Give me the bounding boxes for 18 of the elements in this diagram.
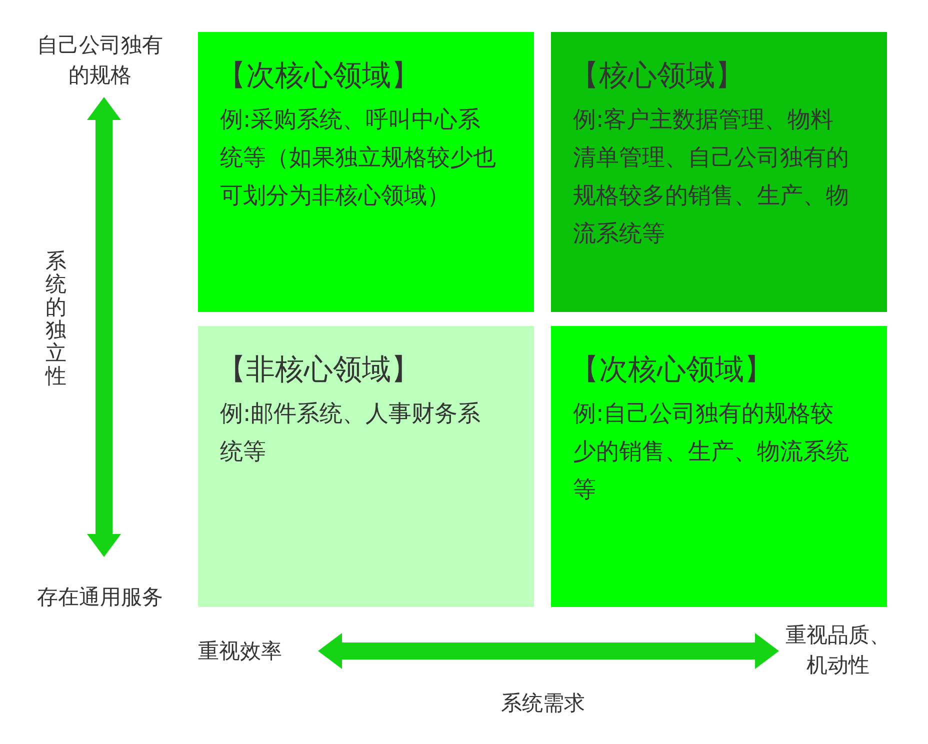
axis-end-label: 自己公司独有的规格 (36, 32, 164, 89)
quadrant-heading: 【非核心领域】 (217, 351, 420, 388)
quadrant-panel (551, 326, 887, 607)
quadrant-panel (198, 326, 534, 607)
quadrant-panel (551, 32, 887, 312)
quadrant-heading: 【次核心领域】 (570, 351, 773, 388)
quadrant-description: 例:采购系统、呼叫中心系统等（如果独立规格较少也可划分为非核心领域） (220, 106, 497, 211)
quadrant-description: 例:自己公司独有的规格较少的销售、生产、物流系统等 (573, 400, 850, 505)
axis-title: 系统的独立性 (45, 250, 67, 388)
quadrant-description: 例:客户主数据管理、物料清单管理、自己公司独有的规格较多的销售、生产、物流系统等 (573, 106, 850, 249)
axis-title: 系统需求 (500, 690, 586, 717)
axis-end-label: 重视品质、机动性 (784, 622, 892, 679)
quadrant-panel (198, 32, 534, 312)
axis-end-label: 重视效率 (198, 638, 282, 665)
axis-end-label: 存在通用服务 (36, 584, 164, 611)
quadrant-heading: 【核心领域】 (570, 57, 744, 94)
quadrant-description: 例:邮件系统、人事财务系统等 (220, 400, 482, 467)
quadrant-heading: 【次核心领域】 (217, 57, 420, 94)
